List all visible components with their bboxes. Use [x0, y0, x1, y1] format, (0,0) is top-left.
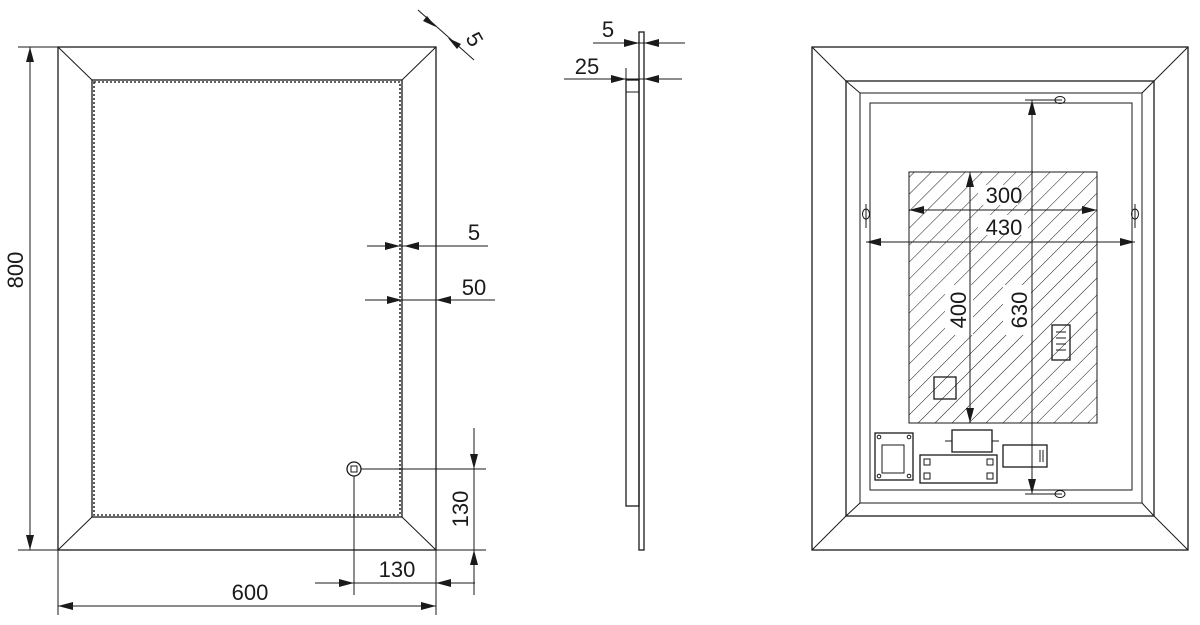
front-outer-frame: [57, 46, 437, 551]
back-outer-frame: [811, 46, 1189, 551]
width-dimension-label: 600: [232, 580, 269, 605]
back-view: 300 430 400 630: [811, 46, 1189, 551]
hanger-hook-icon: [862, 204, 870, 228]
back-inner-frame: [845, 80, 1155, 517]
panel-height-label: 400: [946, 292, 971, 329]
glass-profile: [638, 31, 645, 551]
depth-label: 25: [575, 54, 599, 79]
border-dimension-label: 5: [468, 220, 480, 245]
hanger-hook-icon: [1131, 204, 1139, 228]
driver-module-icon: [945, 429, 999, 453]
switch-horizontal-dimension-label: 130: [379, 557, 416, 582]
bracket-height-label: 630: [1007, 292, 1032, 329]
sensor-pad-icon: [933, 376, 957, 400]
connector-block-icon: [1051, 324, 1071, 361]
panel-width-label: 300: [986, 183, 1023, 208]
junction-box-icon: [874, 432, 914, 481]
corner-dimension-label: 5: [461, 28, 489, 51]
hanger-hook-icon: [1025, 96, 1066, 104]
glass-thickness-label: 5: [602, 17, 614, 42]
frame-dimension-label: 50: [462, 275, 486, 300]
bracket-span-label: 430: [986, 215, 1023, 240]
led-strip: [93, 81, 401, 516]
front-inner-frame: [91, 79, 403, 518]
touch-switch-icon: [346, 461, 362, 477]
side-view: 5 25: [564, 17, 685, 551]
front-view: 800 600 5 5 50 130: [3, 9, 495, 615]
height-dimension-label: 800: [3, 252, 28, 289]
hanger-hook-icon: [1025, 490, 1066, 498]
switch-vertical-dimension-label: 130: [448, 491, 473, 528]
frame-profile: [625, 79, 640, 507]
power-supply-icon: [919, 454, 998, 484]
transformer-icon: [1002, 444, 1048, 468]
